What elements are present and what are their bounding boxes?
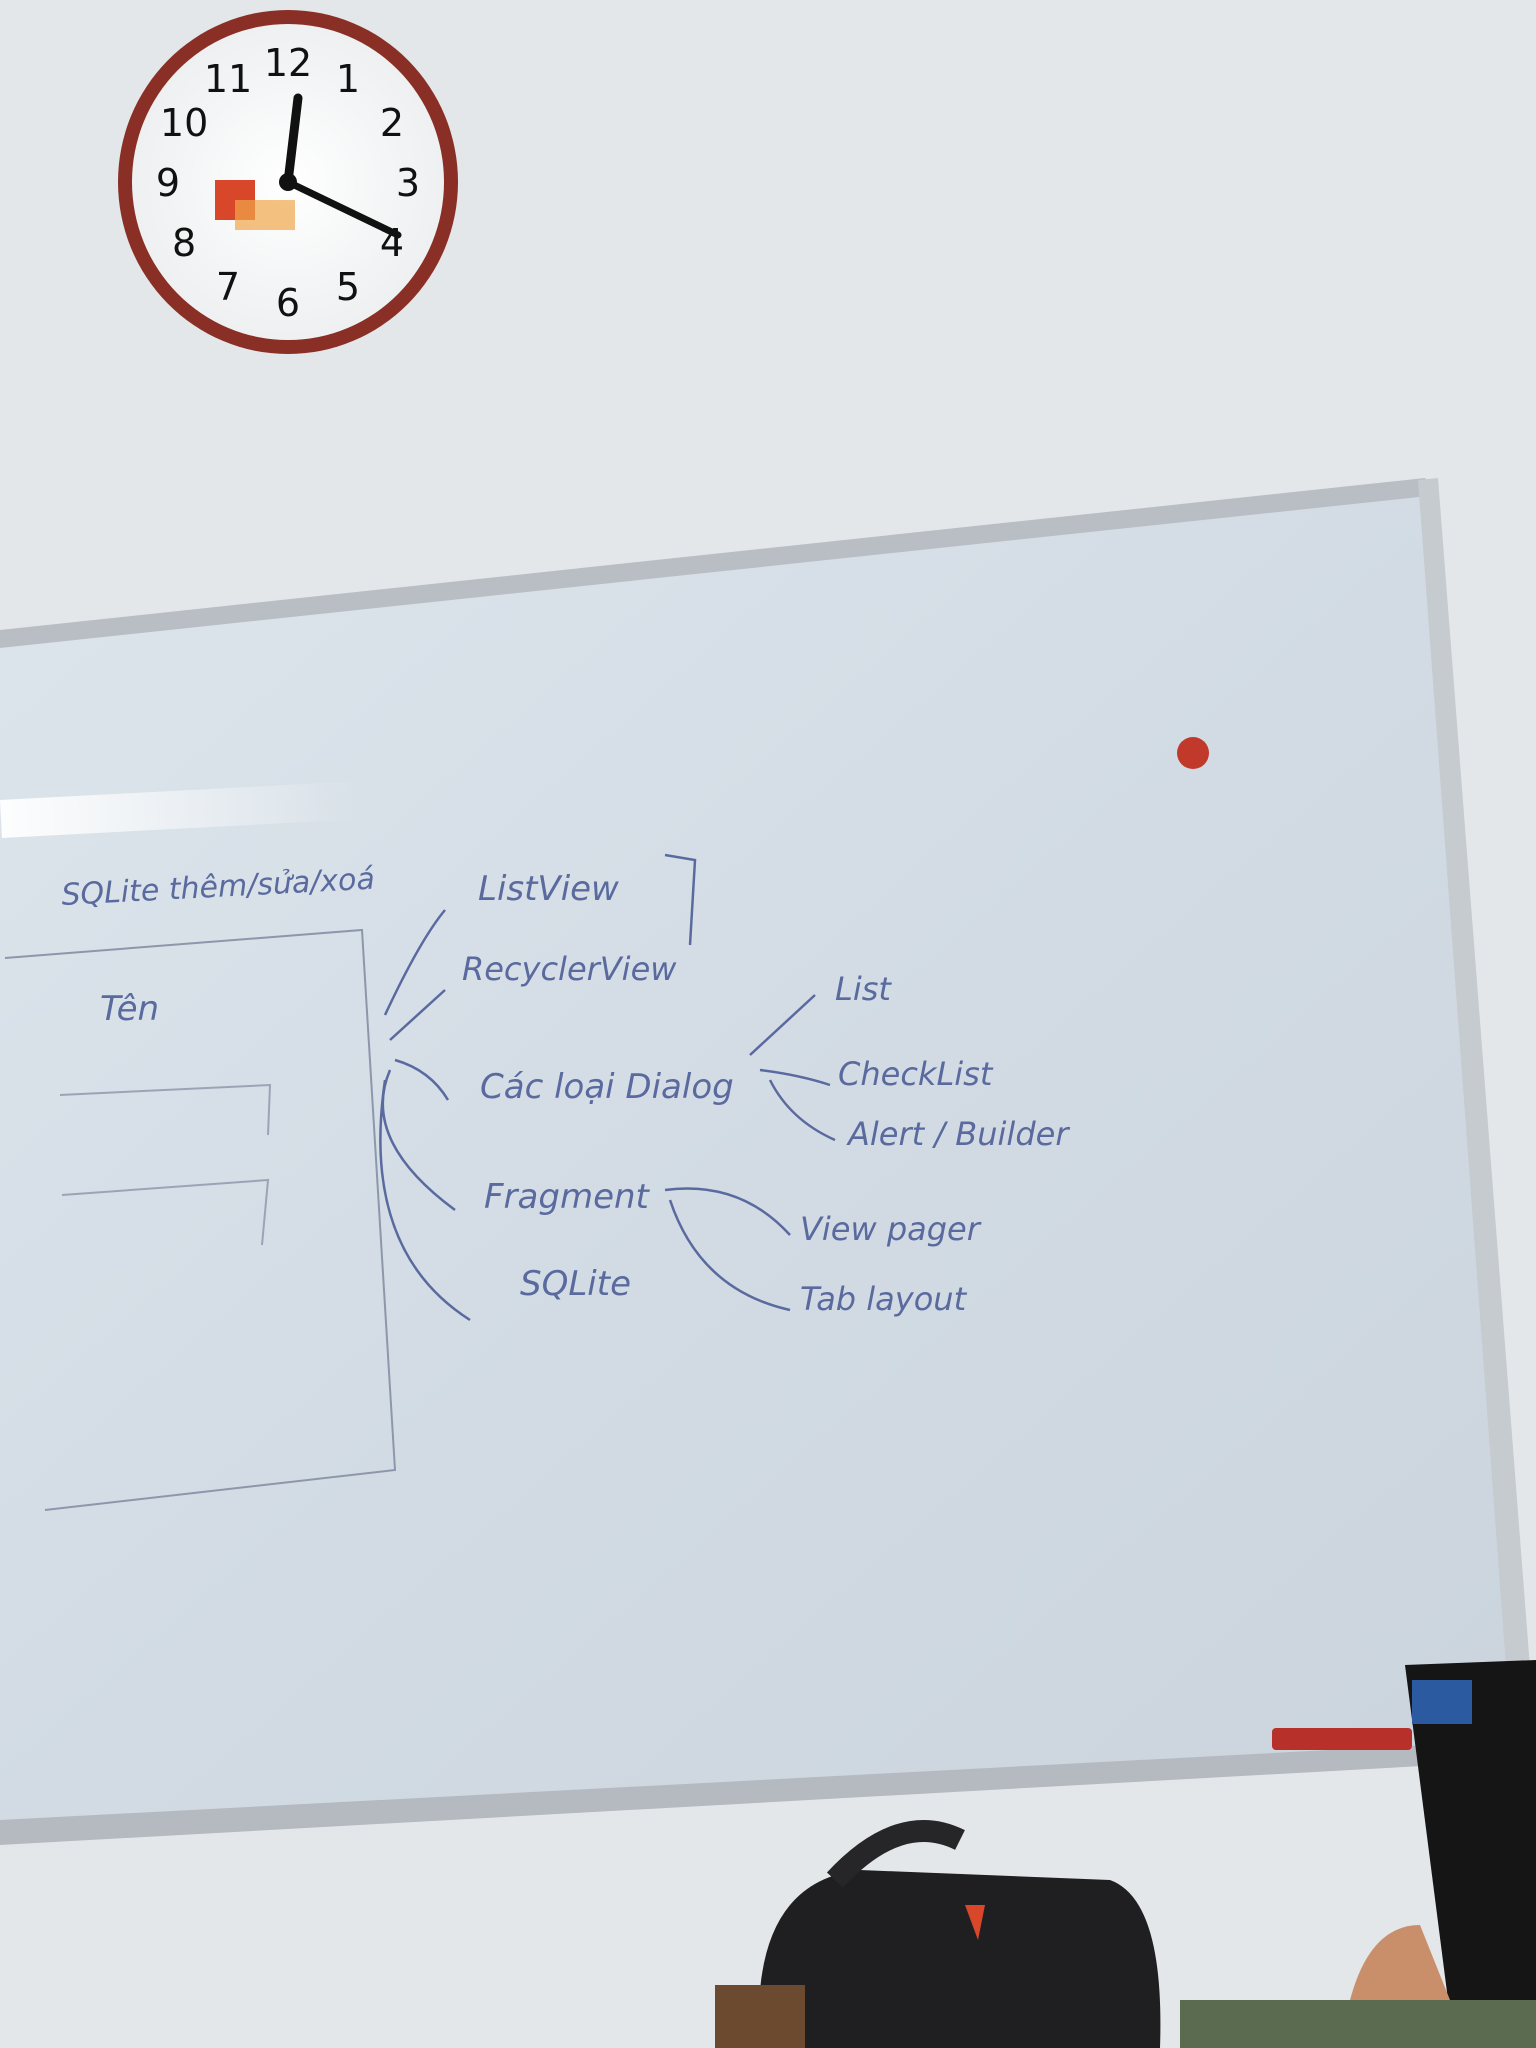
backpack xyxy=(715,1820,1161,2048)
clock-numeral: 12 xyxy=(264,41,312,85)
item-dialog: Các loại Dialog xyxy=(480,1067,734,1107)
eraser xyxy=(1272,1728,1412,1750)
item-fragment: Fragment xyxy=(484,1177,651,1217)
clock-numeral: 7 xyxy=(216,265,240,309)
magnet xyxy=(1177,737,1209,769)
whiteboard-surface xyxy=(0,490,1530,1830)
dialog-alert-builder: Alert / Builder xyxy=(846,1115,1070,1153)
clock-minute-hand xyxy=(284,178,402,239)
diagram-arrows xyxy=(379,853,836,1322)
clock-numeral: 6 xyxy=(276,281,300,325)
clock-numeral: 1 xyxy=(336,57,360,101)
clock-numeral: 2 xyxy=(380,101,404,145)
clock-hour-hand xyxy=(283,93,303,187)
clock-numeral: 9 xyxy=(156,161,180,205)
clock-numeral: 10 xyxy=(160,101,208,145)
item-recyclerview: RecyclerView xyxy=(462,950,677,988)
whiteboard: SQLite thêm/sửa/xoá Tên ListView Recycle… xyxy=(0,478,1536,1845)
clock-numeral: 5 xyxy=(336,265,360,309)
clock-numeral: 3 xyxy=(396,161,420,205)
laptop-sticker xyxy=(1412,1680,1472,1724)
clock-numeral: 11 xyxy=(204,57,252,101)
item-listview: ListView xyxy=(478,869,619,909)
form-label: Tên xyxy=(100,989,159,1029)
dialog-checklist: CheckList xyxy=(838,1055,994,1093)
dialog-list: List xyxy=(835,970,892,1008)
laptop xyxy=(1180,1660,1536,2048)
fragment-tablayout: Tab layout xyxy=(800,1280,968,1318)
fragment-viewpager: View pager xyxy=(800,1210,982,1248)
item-sqlite: SQLite xyxy=(520,1264,631,1304)
hand xyxy=(1350,1925,1450,2000)
clock-numeral: 8 xyxy=(172,221,196,265)
